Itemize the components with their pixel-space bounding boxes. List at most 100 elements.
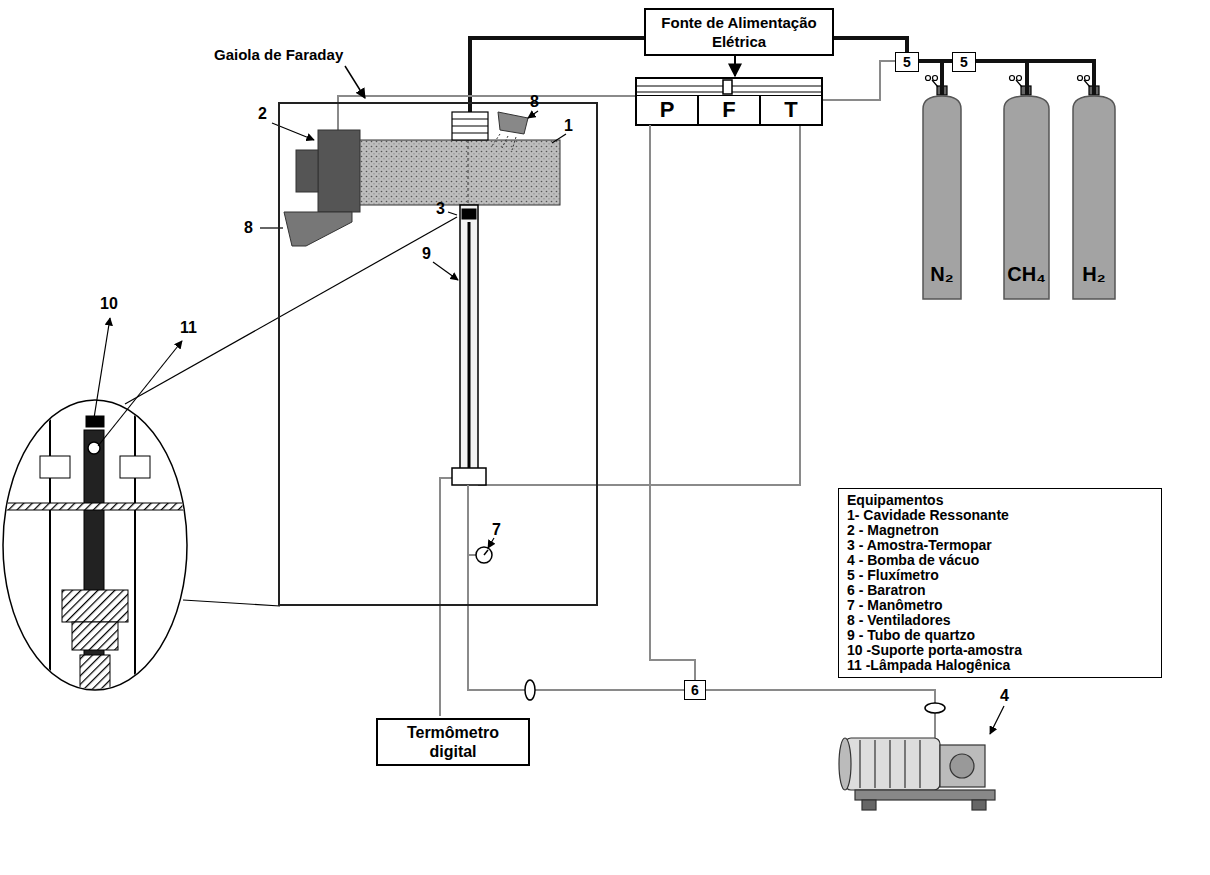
illustration-part <box>940 745 985 787</box>
flowmeter-box: 5 <box>952 52 976 72</box>
node-item: 7 - Manômetro <box>847 598 943 613</box>
illustration-part <box>723 80 732 94</box>
illustration-part <box>62 590 128 622</box>
vacuum-pump <box>839 738 995 810</box>
illustration-part <box>452 125 488 126</box>
illustration-part <box>3 400 187 690</box>
node-text: P <box>660 97 675 123</box>
node-text: N₂ <box>930 263 953 286</box>
enclosure-label: Gaiola de Faraday <box>214 46 343 63</box>
illustration-part <box>460 205 478 470</box>
node-text: F <box>722 97 735 123</box>
illustration-part <box>318 130 360 212</box>
illustration-part <box>528 111 538 118</box>
illustration-part <box>492 134 516 150</box>
node-item: 5 - Fluxímetro <box>847 568 939 583</box>
illustration-part <box>452 468 486 485</box>
power-supply <box>636 78 822 125</box>
gas-cylinder: CH₄ <box>1003 95 1050 300</box>
illustration-part <box>40 456 70 478</box>
thermometer-box: Termômetro digital <box>376 718 530 766</box>
illustration-part <box>452 132 488 133</box>
illustration-part <box>845 738 940 790</box>
node-item: 9 - Tubo de quartzo <box>847 628 975 643</box>
node-item: 1- Cavidade Ressonante <box>847 508 1009 523</box>
node-item: 10 -Suporte porta-amostra <box>847 643 1022 658</box>
faraday-cage: Gaiola de Faraday <box>278 102 598 606</box>
node-item: 6 - Baratron <box>847 583 926 598</box>
illustration-part <box>355 140 560 205</box>
illustration-part <box>926 76 931 81</box>
node-text: H₂ <box>1082 263 1105 286</box>
cylinder-valves <box>926 76 1100 96</box>
illustration-part <box>932 80 938 87</box>
callout-number: 7 <box>492 522 501 538</box>
illustration-part <box>296 150 318 192</box>
callout-number: 8 <box>244 220 253 236</box>
illustration-part <box>1017 76 1022 81</box>
illustration-part <box>452 118 488 119</box>
illustration-part <box>919 740 920 788</box>
pipe-connector <box>976 61 1027 95</box>
illustration-part <box>476 547 492 563</box>
gas-cylinder: N₂ <box>922 95 962 300</box>
title-box: Fonte de Alimentação Elétrica <box>644 8 834 56</box>
illustration-part <box>1010 76 1015 81</box>
illustration-part <box>734 56 736 76</box>
callout-number: 8 <box>530 94 539 110</box>
gas-cylinder: H₂ <box>1072 95 1116 300</box>
illustration-part <box>874 740 875 788</box>
node-text: Termômetro digital <box>384 723 522 761</box>
leader-lines <box>94 111 1004 734</box>
illustration-part <box>433 262 458 280</box>
node-text: T <box>784 97 797 123</box>
illustration-part <box>859 740 860 788</box>
node-text: Equipamentos <box>847 493 943 508</box>
illustration-part <box>468 140 469 205</box>
illustration-part <box>448 212 457 215</box>
illustration-part <box>972 800 986 810</box>
illustration-part <box>1084 80 1090 87</box>
callout-number: 3 <box>436 201 445 217</box>
illustration-part <box>72 622 118 650</box>
illustration-part <box>706 690 935 738</box>
flowmeter-box: 5 <box>895 52 919 72</box>
illustration-part <box>86 416 104 427</box>
illustration-part <box>284 212 352 246</box>
gas-inlet-fitting <box>452 112 488 140</box>
illustration-part <box>98 341 182 446</box>
illustration-part <box>84 430 104 690</box>
illustration-part <box>498 112 528 134</box>
illustration-part <box>49 400 51 690</box>
illustration-part <box>855 790 995 800</box>
node-text: 5 <box>960 54 968 70</box>
magnetron <box>296 130 360 212</box>
illustration-part <box>462 209 476 219</box>
cylinder-body <box>923 96 961 299</box>
node-item: 2 - Magnetron <box>847 523 939 538</box>
node-item: 11 -Lâmpada Halogênica <box>847 658 1010 673</box>
illustration-part <box>636 78 822 125</box>
baratron-box: 6 <box>684 680 706 700</box>
pipe-connector <box>919 59 952 63</box>
quartz-tube <box>452 205 486 485</box>
signal-wires <box>338 61 895 716</box>
illustration-part <box>950 754 974 778</box>
illustration-part <box>822 61 895 100</box>
fan-left <box>284 212 352 246</box>
supply-cell: T <box>760 95 822 125</box>
node-text: CH₄ <box>1007 263 1045 286</box>
illustration-part <box>468 554 476 556</box>
illustration-part <box>1078 76 1083 81</box>
illustration-part <box>88 442 100 454</box>
manometer <box>476 547 492 563</box>
illustration-part <box>488 538 494 548</box>
cylinder-body <box>1004 96 1049 299</box>
supply-cell: F <box>698 95 760 125</box>
illustration-part <box>94 318 110 418</box>
illustration-part <box>990 706 1004 734</box>
pipe-connector <box>976 61 1094 95</box>
illustration-part <box>125 217 457 404</box>
node-item: 8 - Ventiladores <box>847 613 950 628</box>
fan-top <box>492 112 528 150</box>
